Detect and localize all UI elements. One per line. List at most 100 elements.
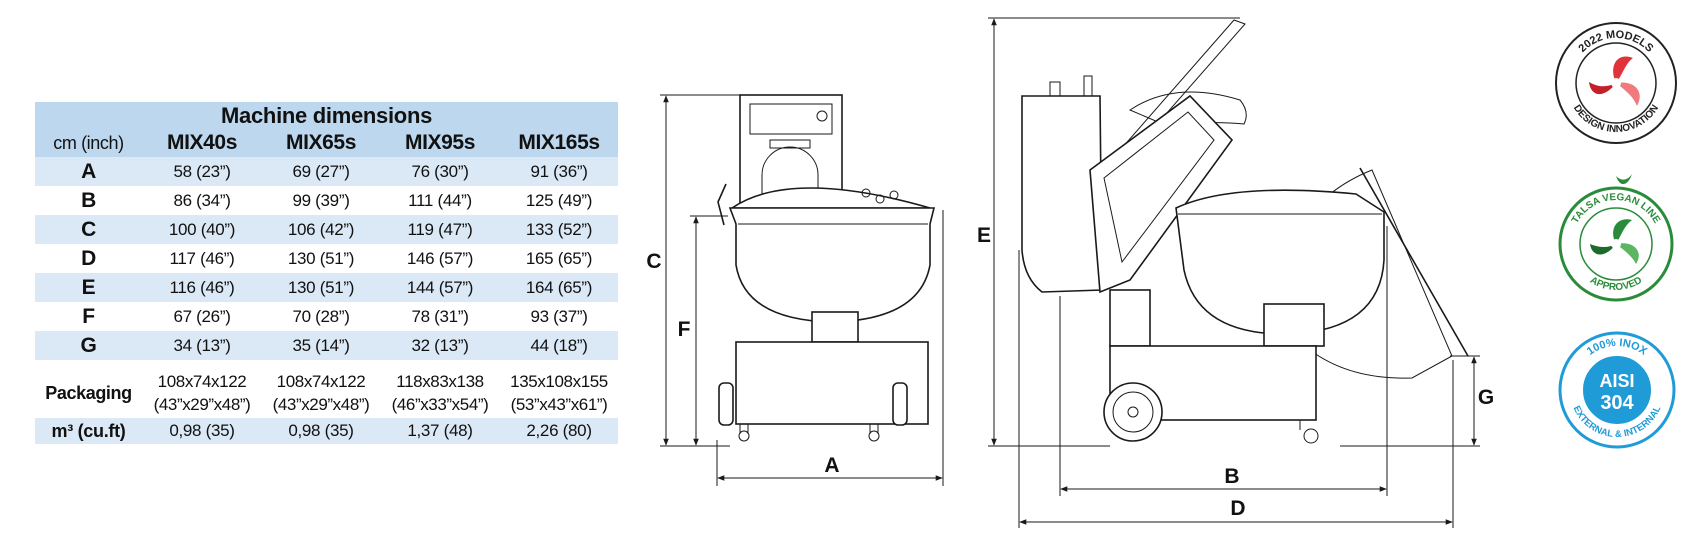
table-cell: 70 (28”) [292, 306, 350, 326]
table-cell: 44 (18”) [500, 331, 619, 360]
tilted-lid-edge [1359, 167, 1469, 357]
head-stud [1083, 75, 1093, 97]
head-knob [816, 110, 828, 122]
packaging-cm: 108x74x122 [276, 372, 366, 391]
table-row: G 34 (13”) 35 (14”) 32 (13”) 44 (18”) [35, 331, 619, 360]
swirl-icon [1589, 56, 1640, 106]
table-title: Machine dimensions [35, 102, 619, 129]
table-row: C 100 (40”) 106 (42”) 119 (47”) 133 (52”… [35, 215, 619, 244]
extension-lines [1059, 226, 1388, 496]
caster-wheel [738, 430, 750, 442]
packaging-inch: (53”x43”x61”) [510, 395, 608, 414]
dimension-c-label: C [646, 250, 661, 273]
dimension-f-label: F [678, 318, 691, 341]
table-cell: 106 (42”) [262, 215, 380, 244]
dimensions-table: Machine dimensions cm (inch) MIX40s MIX6… [35, 102, 619, 444]
lid-hole [861, 188, 871, 198]
table-cell: 130 (51”) [262, 273, 380, 302]
rear-wheel-hub [1112, 391, 1154, 433]
model-header: MIX95s [380, 129, 500, 157]
packaging-cm: 108x74x122 [157, 372, 247, 391]
side-bowl [1175, 189, 1385, 335]
table-row: A 58 (23”) 69 (27”) 76 (30”) 91 (36”) [35, 157, 619, 186]
swirl-icon [1590, 219, 1639, 264]
model-header: MIX40s [142, 129, 262, 157]
front-dimension-lines [660, 94, 944, 486]
packaging-row: Packaging 108x74x122(43”x29”x48”) 108x74… [35, 368, 618, 418]
extension-lines [716, 210, 944, 486]
table-header-row: cm (inch) MIX40s MIX65s MIX95s MIX165s [35, 129, 619, 157]
arm-inner-frame [1103, 111, 1215, 264]
table-row: F 67 (26”) 70 (28”) 78 (31”) 93 (37”) [35, 302, 618, 331]
lid-hole [889, 190, 899, 200]
table-cell: 69 (27”) [262, 157, 380, 186]
table-row: D 117 (46”) 130 (51”) 146 (57”) 165 (65”… [35, 244, 618, 273]
table-cell: 58 (23”) [142, 157, 262, 186]
dimension-d-label: D [1230, 497, 1245, 520]
packaging-inch: (43”x29”x48”) [272, 395, 370, 414]
row-label: A [35, 157, 142, 186]
volume-cell: 0,98 (35) [142, 418, 262, 444]
table-cell: 93 (37”) [530, 306, 588, 326]
table-cell: 34 (13”) [142, 331, 262, 360]
packaging-inch: (46”x33”x54”) [391, 395, 489, 414]
row-label: F [82, 304, 95, 328]
table-cell: 130 (51”) [287, 248, 355, 268]
badge-inner-disc [1581, 354, 1653, 426]
table-cell: 116 (46”) [142, 273, 262, 302]
dimension-b-label: B [1224, 465, 1239, 488]
model-header: MIX65s [262, 129, 380, 157]
table-cell: 117 (46”) [169, 248, 235, 268]
bowl-pedestal [811, 311, 859, 343]
volume-cell: 2,26 (80) [500, 418, 619, 444]
row-label: B [81, 188, 96, 212]
packaging-inch: (43”x29”x48”) [153, 395, 251, 414]
side-dimension-lines [988, 17, 1480, 528]
table-cell: 164 (65”) [500, 273, 619, 302]
table-cell: 32 (13”) [380, 331, 500, 360]
extension-lines [1018, 250, 1454, 528]
table-title-row: Machine dimensions [35, 102, 619, 129]
unit-label: cm (inch) [35, 129, 142, 157]
extension-lines [988, 17, 1240, 447]
motor-head [1021, 95, 1103, 293]
extension-lines [660, 94, 740, 447]
table-row: B 86 (34”) 99 (39”) 111 (44”) 125 (49”) [35, 186, 618, 215]
side-caster-wheel [1303, 428, 1319, 444]
model-header: MIX165s [500, 129, 619, 157]
head-arch [761, 146, 819, 205]
table-cell: 144 (57”) [380, 273, 500, 302]
extension-lines [1340, 355, 1480, 447]
front-wheel-right [892, 382, 908, 426]
front-view-mixer [717, 94, 936, 442]
dimension-g-label: G [1478, 386, 1494, 409]
side-view-mixer [1021, 19, 1469, 444]
volume-cell: 0,98 (35) [262, 418, 380, 444]
badge-aisi-text: AISI [1599, 371, 1634, 391]
packaging-cm: 135x108x155 [510, 372, 608, 391]
packaging-cell: 108x74x122 (43”x29”x48”) [262, 368, 380, 418]
table-cell: 165 (65”) [525, 248, 593, 268]
lid-hole [875, 194, 885, 204]
table-cell: 86 (34”) [173, 190, 231, 210]
table-cell: 78 (31”) [411, 306, 469, 326]
front-wheel-left [718, 382, 734, 426]
table-cell: 133 (52”) [500, 215, 619, 244]
volume-cell: 1,37 (48) [380, 418, 500, 444]
packaging-cell: 135x108x155 (53”x43”x61”) [500, 368, 618, 418]
dimension-a-label: A [824, 454, 839, 477]
row-label: C [35, 215, 142, 244]
packaging-cell: 118x83x138 (46”x33”x54”) [380, 368, 500, 418]
table-cell: 119 (47”) [380, 215, 500, 244]
rear-wheel-axle [1127, 406, 1139, 418]
head-stud [1049, 81, 1061, 97]
dimension-e-label: E [977, 224, 991, 247]
packaging-cm: 118x83x138 [396, 372, 484, 391]
caster-wheel [868, 430, 880, 442]
head-handle [769, 139, 811, 149]
side-lever [717, 183, 727, 226]
table-cell: 125 (49”) [525, 190, 593, 210]
leaf-icon [1616, 174, 1632, 185]
stainless-steel-badge: 100% INOX EXTERNAL & INTERNAL AISI 304 [1558, 331, 1676, 449]
